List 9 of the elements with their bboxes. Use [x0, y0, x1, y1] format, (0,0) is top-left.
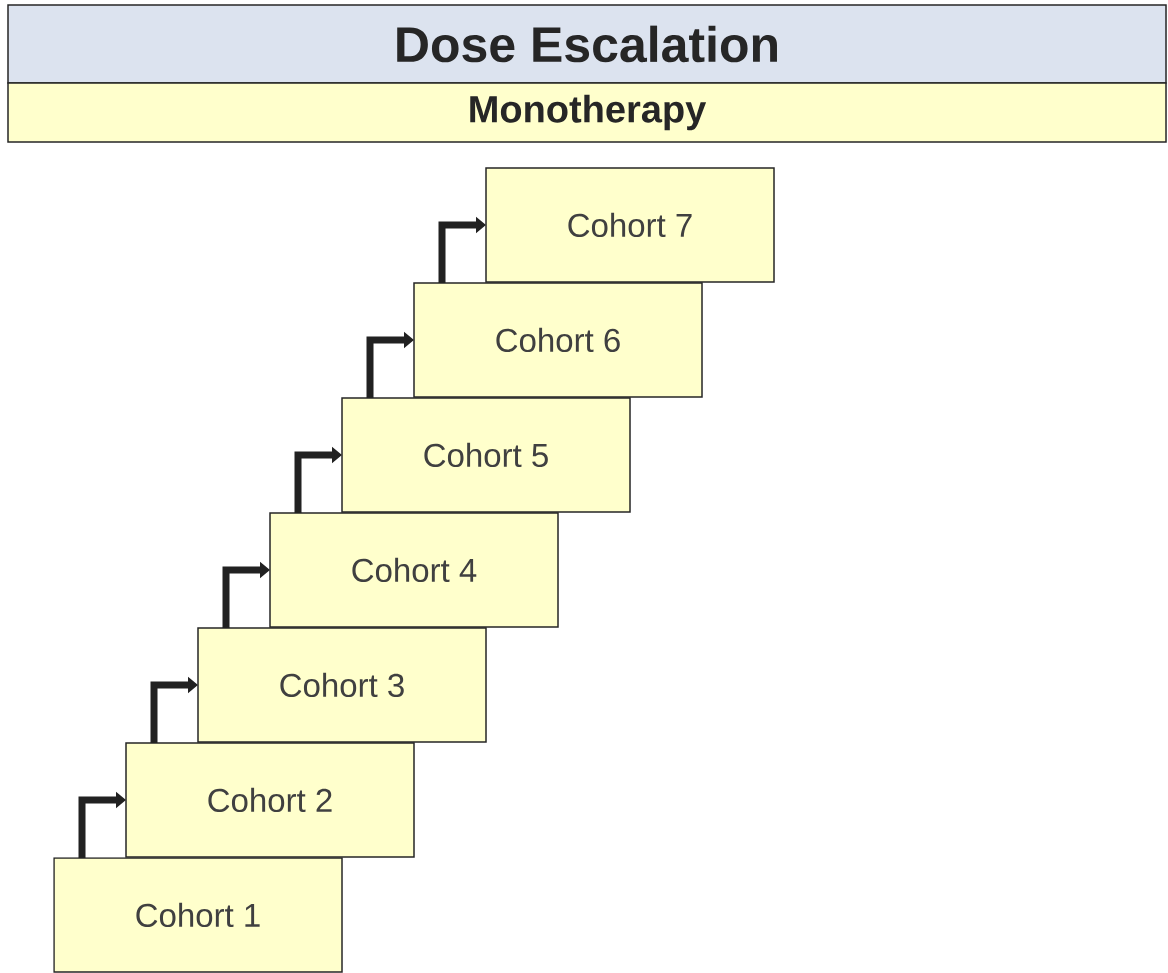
- cohort-box: Cohort 6: [413, 282, 703, 398]
- title-band: Dose Escalation: [7, 4, 1167, 84]
- cohort-box: Cohort 3: [197, 627, 487, 743]
- cohort-box: Cohort 7: [485, 167, 775, 283]
- cohort-box: Cohort 5: [341, 397, 631, 513]
- cohort-box: Cohort 2: [125, 742, 415, 858]
- subtitle-band: Monotherapy: [7, 82, 1167, 143]
- cohort-box: Cohort 4: [269, 512, 559, 628]
- cohort-box: Cohort 1: [53, 857, 343, 973]
